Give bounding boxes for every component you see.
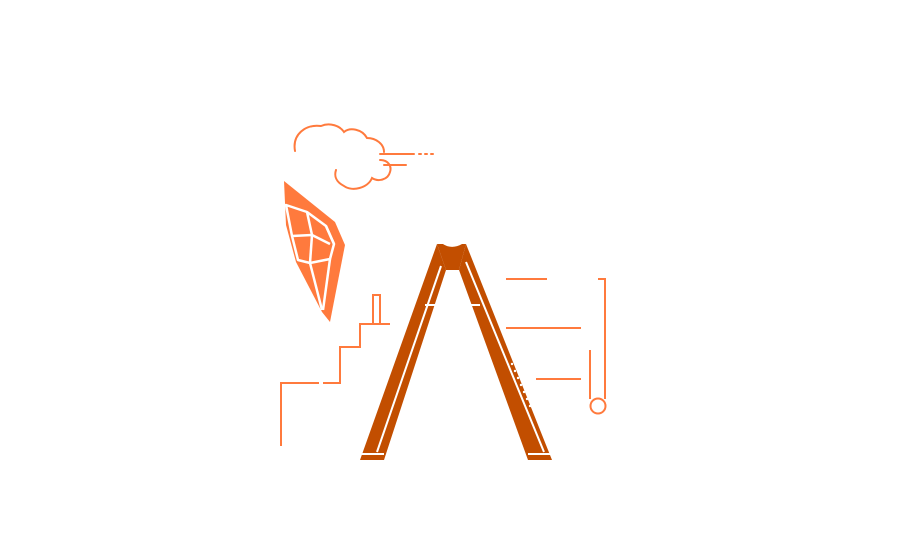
- thermometer-icon: [589, 278, 607, 415]
- stairs-icon: [280, 294, 390, 446]
- speed-lines-icon: [506, 278, 581, 380]
- cloud-icon: [293, 123, 434, 190]
- ladder-icon: [360, 232, 552, 460]
- gem-icon: [284, 181, 345, 322]
